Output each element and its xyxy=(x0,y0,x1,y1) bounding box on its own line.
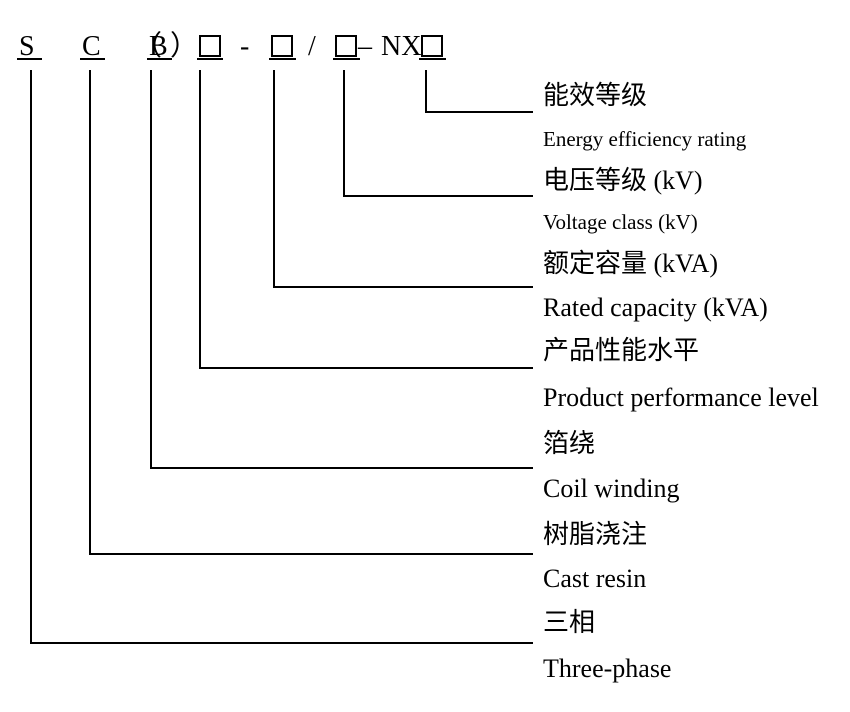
code-letters-nx: NX xyxy=(381,31,422,62)
code-box-capacity-icon xyxy=(271,35,293,57)
label-zh-energy-efficiency: 能效等级 xyxy=(543,81,648,110)
connector-cast-resin xyxy=(89,70,533,555)
code-paren-open-icon: （ xyxy=(134,31,163,62)
code-letter-c: C xyxy=(82,31,101,62)
connector-voltage-class xyxy=(343,70,533,197)
label-en-energy-efficiency: Energy efficiency rating xyxy=(543,127,747,151)
code-box-performance-icon xyxy=(199,35,221,57)
label-en-coil-winding: Coil winding xyxy=(543,474,680,503)
code-underline xyxy=(147,58,172,60)
connector-energy-efficiency xyxy=(425,70,533,113)
connector-three-phase xyxy=(30,70,533,644)
code-dash-icon: – xyxy=(358,31,372,62)
connector-coil-winding xyxy=(150,70,533,469)
connector-performance-level xyxy=(199,70,533,369)
code-letter-b: B xyxy=(149,31,168,62)
connector-rated-capacity xyxy=(273,70,533,288)
label-zh-cast-resin: 树脂浇注 xyxy=(543,520,648,549)
code-box-voltage-icon xyxy=(335,35,357,57)
label-en-three-phase: Three-phase xyxy=(543,654,672,683)
code-slash-icon: / xyxy=(308,31,316,62)
label-en-voltage-class: Voltage class (kV) xyxy=(543,210,698,234)
code-underline xyxy=(333,58,360,60)
code-underline xyxy=(80,58,105,60)
label-zh-rated-capacity: 额定容量 (kVA) xyxy=(543,249,719,278)
label-zh-three-phase: 三相 xyxy=(543,608,596,637)
code-underline xyxy=(197,58,223,60)
label-zh-performance-level: 产品性能水平 xyxy=(543,336,700,365)
code-underline xyxy=(269,58,296,60)
code-box-efficiency-icon xyxy=(421,35,443,57)
label-zh-voltage-class: 电压等级 (kV) xyxy=(543,166,703,195)
code-paren-close-icon: ） xyxy=(170,31,199,62)
code-underline xyxy=(17,58,42,60)
code-letter-s: S xyxy=(19,31,35,62)
label-en-rated-capacity: Rated capacity (kVA) xyxy=(543,293,768,322)
label-zh-coil-winding: 箔绕 xyxy=(543,429,596,458)
code-underline xyxy=(419,58,446,60)
label-en-performance-level: Product performance level xyxy=(543,383,819,412)
code-hyphen-icon: - xyxy=(240,31,250,62)
label-en-cast-resin: Cast resin xyxy=(543,564,647,593)
